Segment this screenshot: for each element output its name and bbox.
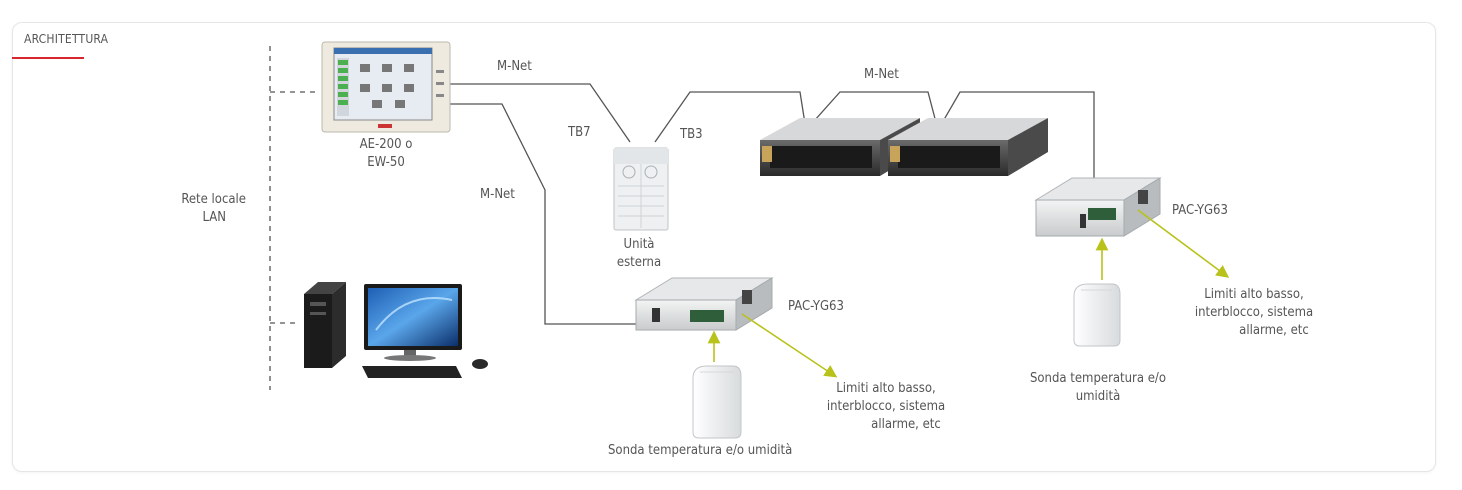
outdoor-unit-label: Unità esterna (616, 237, 662, 270)
pac-yg63-left-label: PAC-YG63 (788, 299, 844, 314)
signal-arrows (707, 209, 1230, 378)
mnet-label-top: M-Net (497, 59, 532, 74)
outdoor-unit-icon (613, 147, 669, 231)
sensor-right-label: Sonda temperatura e/o umidità (1029, 371, 1167, 404)
sensor-left-icon (692, 365, 742, 439)
pac-yg63-right-icon (1034, 177, 1162, 237)
pac-yg63-left-icon (634, 277, 774, 331)
section-title: ARCHITETTURA (24, 32, 109, 46)
tb7-label: TB7 (568, 125, 591, 140)
mnet-wiring (450, 83, 1095, 325)
desktop-pc-icon (304, 282, 488, 378)
sensor-right-icon (1073, 283, 1121, 347)
mnet-label-left: M-Net (480, 187, 515, 202)
pac-yg63-right-label: PAC-YG63 (1172, 203, 1228, 218)
ae200-controller-icon (321, 41, 451, 133)
limits-right-label: Limiti alto basso, interblocco, sistema … (1194, 287, 1314, 338)
controller-label: AE-200 o EW-50 (359, 137, 413, 170)
mnet-label-mid: M-Net (864, 67, 899, 82)
lan-label: Rete locale LAN (181, 192, 246, 225)
indoor-unit-2-icon (888, 118, 1048, 176)
section-underline (12, 57, 84, 59)
sensor-left-label: Sonda temperatura e/o umidità (608, 443, 793, 458)
lan-network-line (269, 46, 318, 390)
limits-left-label: Limiti alto basso, interblocco, sistema … (826, 381, 946, 432)
tb3-label: TB3 (680, 127, 703, 142)
